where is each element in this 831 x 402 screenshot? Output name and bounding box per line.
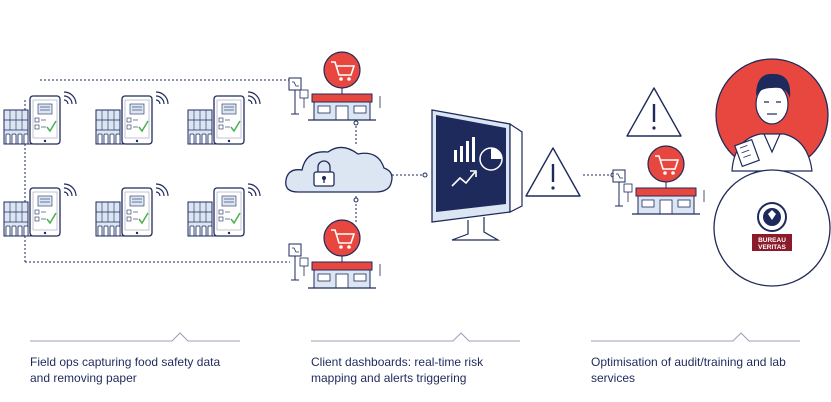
store-icon [299,51,381,121]
tablet-icon [95,183,169,237]
tablet-icon [95,91,169,145]
caption-line: mapping and alerts triggering [311,371,467,385]
caption-field-ops: Field ops capturing food safety data and… [30,354,220,386]
store-icon [623,145,705,215]
logo-line2: VERITAS [758,244,786,251]
caption-brackets [30,332,800,342]
tablet-icon [3,183,77,237]
signpost-icon [288,243,302,281]
tablet-icon [3,91,77,145]
tablet-icon [187,91,261,145]
caption-line: Optimisation of audit/training and lab [591,355,786,369]
caption-line: Field ops capturing food safety data [30,355,221,369]
inspector-icon [715,58,829,172]
pie-chart-icon [479,147,503,171]
warning-icon [524,146,582,198]
bar-chart-icon [454,137,475,162]
padlock-icon [313,160,335,187]
signpost-icon [612,169,626,207]
store-icon [299,219,381,289]
caption-line: and removing paper [30,371,137,385]
caption-client-dashboards: Client dashboards: real-time risk mappin… [311,354,483,386]
cloud-icon [285,146,393,193]
connector-lines [24,79,613,263]
warning-icon [625,86,683,138]
clipboard-icon [734,138,760,168]
caption-line: services [591,371,636,385]
field-ops-group [3,91,261,237]
bureau-veritas-logo: BUREAU VERITAS [713,169,831,287]
signpost-icon [288,77,302,115]
caption-line: Client dashboards: real-time risk [311,355,484,369]
tablet-icon [187,183,261,237]
logo-line1: BUREAU [758,237,786,244]
monitor-icon [431,109,523,241]
trend-arrow-icon [451,171,476,187]
caption-optimisation: Optimisation of audit/training and lab s… [591,354,786,386]
